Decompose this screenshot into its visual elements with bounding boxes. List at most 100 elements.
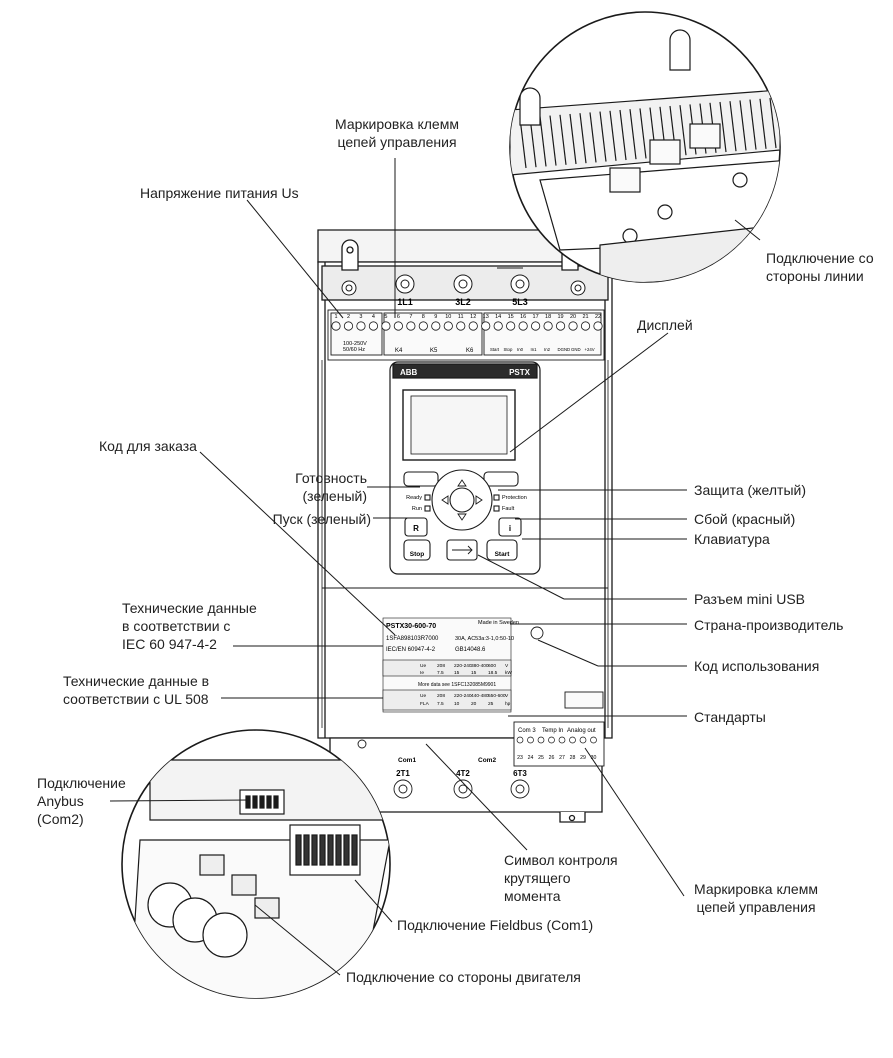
- heatsink-fin: [559, 114, 567, 165]
- heatsink-fin: [599, 111, 607, 162]
- plate-gb-standard: GB14048.6: [455, 647, 486, 653]
- control-terminal-screw: [493, 321, 503, 331]
- heatsink-fin: [569, 113, 577, 165]
- callout-control-marking-bottom: Маркировка клемм цепей управления: [694, 881, 818, 915]
- heatsink-fin: [519, 117, 527, 169]
- analog-out-label: Analog out: [567, 728, 596, 734]
- io-label: In1: [531, 347, 538, 352]
- bottom-terminal-number: 23: [517, 755, 523, 761]
- callout-run: Пуск (зеленый): [272, 511, 371, 527]
- callout-country: Страна-производитель: [694, 617, 844, 633]
- info-button[interactable]: [498, 517, 522, 537]
- control-terminal-number: 13: [483, 314, 489, 320]
- heatsink-fin: [719, 101, 727, 153]
- control-terminal-number: 2: [347, 314, 350, 320]
- bottom-terminal-screw: [558, 736, 566, 744]
- io-label: Stop: [504, 347, 513, 352]
- motor-terminal-block-3: [254, 897, 280, 919]
- rating-plate: [322, 587, 608, 749]
- fieldbus-pin: [319, 834, 326, 866]
- ready-led-label: Ready: [406, 495, 422, 501]
- plate-order-code: 1SFA898103R7000: [386, 636, 439, 642]
- heatsink-fin: [549, 115, 557, 166]
- control-terminal-number: 22: [595, 314, 601, 320]
- line-terminal-3L2: 3L2: [455, 297, 471, 307]
- right-softkey-button[interactable]: [483, 471, 519, 487]
- control-terminal-number: 14: [495, 314, 501, 320]
- control-terminal-screw: [368, 321, 379, 331]
- com3-label: Com 3: [518, 728, 536, 734]
- control-terminal-number: 18: [545, 314, 551, 320]
- plate-cell: 10: [454, 701, 460, 707]
- motor-terminal-block-2: [231, 874, 257, 896]
- motor-terminal-4T2: 4T2: [456, 769, 470, 778]
- callout-supply-voltage: Напряжение питания Us: [140, 185, 299, 201]
- callout-leader-lines: [109, 158, 761, 976]
- plate-cell: 15: [454, 670, 460, 676]
- anybus-pin: [245, 795, 251, 809]
- heatsink-fin: [759, 98, 767, 149]
- heatsink-fin: [679, 105, 687, 156]
- stop-button[interactable]: [403, 539, 431, 561]
- bottom-terminal-screw: [537, 736, 545, 744]
- cooling-fan-3: [202, 912, 248, 958]
- line-terminal-block-2: [649, 139, 681, 165]
- control-terminal-screw: [418, 321, 428, 331]
- protection-led: [493, 494, 500, 501]
- callout-anybus: Подключение Anybus (Com2): [37, 775, 126, 827]
- plate-ul-note: More data see 1SFC132085M9901: [418, 682, 496, 688]
- control-terminal-number: 9: [434, 314, 437, 320]
- io-label: Start: [490, 347, 500, 352]
- callout-ul-data: Технические данные в соответствии с UL 5…: [63, 673, 210, 707]
- temp-in-label: Temp In: [542, 728, 563, 734]
- callout-line-connection: Подключение со стороны линии: [766, 250, 874, 284]
- keypad: [403, 469, 522, 561]
- io-label: +24V: [585, 347, 595, 352]
- fieldbus-pin: [311, 834, 318, 866]
- control-terminal-screw: [406, 321, 416, 331]
- bottom-terminal-screw: [548, 736, 555, 744]
- plate-made-in: Made in Sweden: [478, 620, 519, 626]
- hmi-brand: ABB: [400, 368, 418, 377]
- callout-torque-symbol: Символ контроля крутящего момента: [504, 852, 618, 904]
- plate-type: PSTX30-600-70: [386, 623, 436, 630]
- plate-cell: kW: [505, 670, 512, 676]
- control-terminal-number: 3: [359, 314, 362, 320]
- plate-cell: 18.5: [488, 670, 498, 676]
- bottom-terminal-number: 29: [580, 755, 586, 761]
- heatsink-fin: [639, 108, 647, 159]
- bottom-terminal-screw: [516, 736, 524, 744]
- plate-cell: 20: [471, 701, 477, 707]
- info-button-label: i: [509, 524, 511, 533]
- io-label: In2: [544, 347, 551, 352]
- left-arrow-icon[interactable]: [441, 495, 449, 505]
- fieldbus-pin: [303, 834, 310, 866]
- start-button[interactable]: [486, 539, 518, 561]
- control-terminal-number: 19: [558, 314, 564, 320]
- bottom-terminal-number: 28: [570, 755, 576, 761]
- control-terminal-screw: [568, 321, 578, 331]
- up-arrow-icon[interactable]: [457, 479, 467, 487]
- plate-cell: 220-240: [454, 693, 472, 699]
- plate-cell: 25: [488, 701, 494, 707]
- callout-standards: Стандарты: [694, 709, 766, 725]
- motor-terminal-block-1: [199, 854, 225, 876]
- plate-cell: V: [505, 693, 509, 699]
- control-terminal-number: 10: [445, 314, 451, 320]
- right-arrow-icon[interactable]: [475, 495, 483, 505]
- relay-label-k4: K4: [395, 348, 403, 354]
- control-terminal-screw: [506, 321, 516, 331]
- heatsink-fin: [579, 113, 587, 164]
- ready-led: [424, 494, 431, 501]
- motor-terminal-2T1: 2T1: [396, 769, 410, 778]
- center-button[interactable]: [449, 487, 475, 513]
- heatsink-fin: [749, 99, 757, 150]
- io-label: GND: [571, 347, 581, 352]
- run-led: [424, 505, 431, 512]
- io-label: DGND: [558, 347, 571, 352]
- left-softkey-button[interactable]: [403, 471, 439, 487]
- down-arrow-icon[interactable]: [457, 513, 467, 521]
- motor-terminal-6T3: 6T3: [513, 769, 527, 778]
